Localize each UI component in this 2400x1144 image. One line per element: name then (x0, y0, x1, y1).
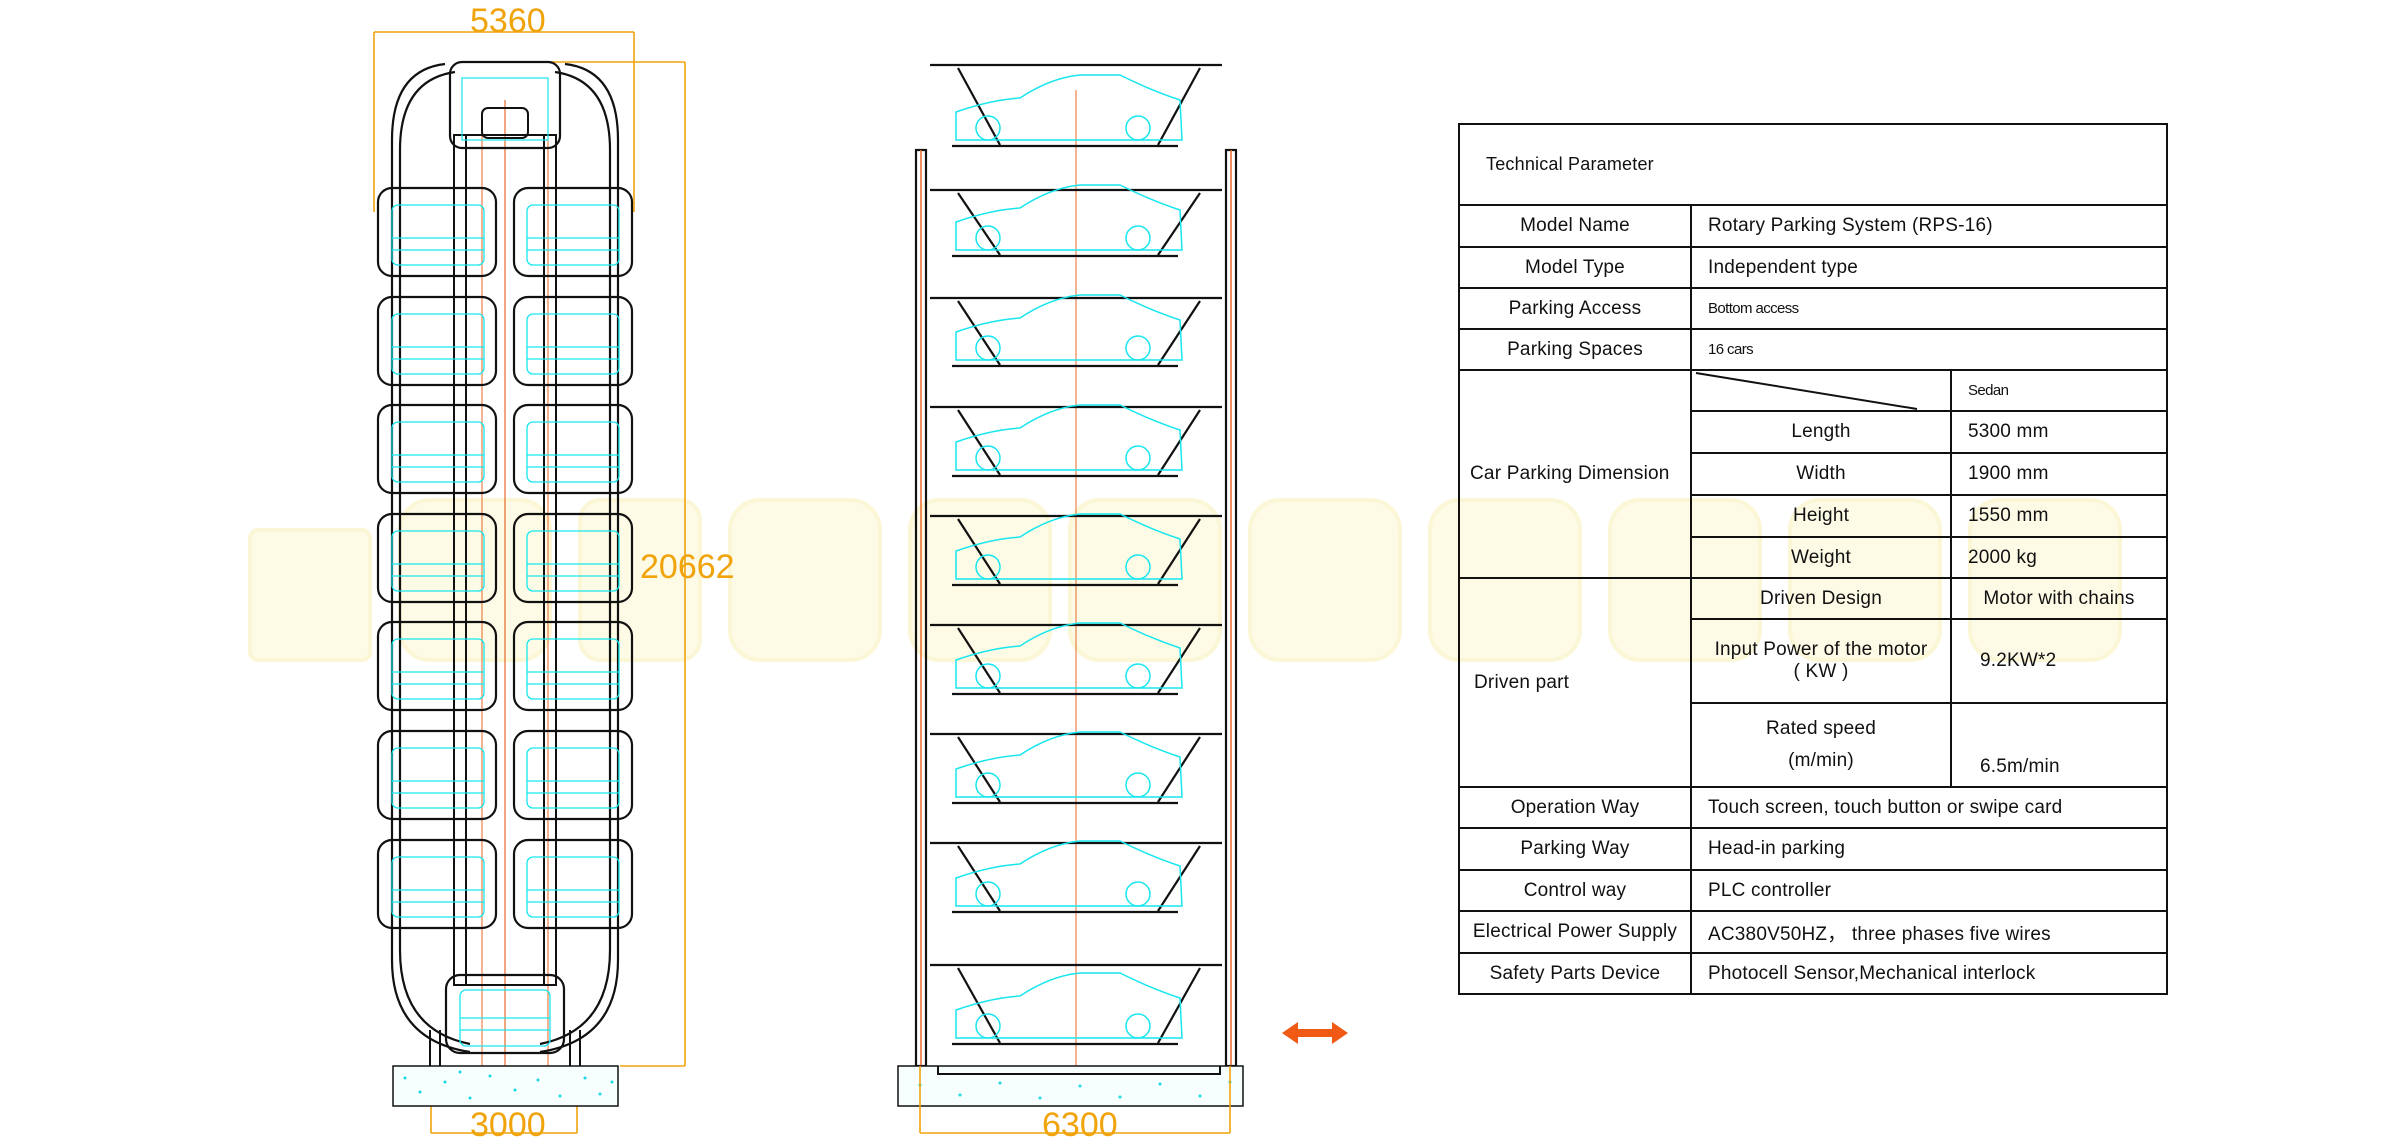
parking-way-value: Head-in parking (1689, 827, 2169, 871)
diagonal-header-cell (1690, 369, 1952, 412)
parking-spaces-label: Parking Spaces (1458, 328, 1692, 371)
driven-part-label: Driven part (1458, 577, 1692, 788)
height-label: Height (1690, 494, 1952, 538)
height-dimension-label: 20662 (640, 548, 735, 586)
table-row: Parking Access Bottom access (1458, 287, 2169, 330)
table-row: Rated speed (m/min) 6.5m/min (1459, 702, 2169, 788)
width-dimension-label: 5360 (470, 2, 546, 40)
driven-design-label: Driven Design (1690, 577, 1952, 620)
table-row: Model Name Rotary Parking System (RPS-16… (1458, 204, 2169, 248)
table-row: Safety Parts Device Photocell Sensor,Mec… (1458, 952, 2169, 995)
technical-parameter-table: Technical Parameter Model Name Rotary Pa… (1457, 123, 2169, 995)
weight-label: Weight (1690, 536, 1952, 579)
input-power-label: Input Power of the motor ( KW ) (1690, 618, 1952, 704)
rated-speed-label: Rated speed (m/min) (1690, 702, 1952, 788)
length-label: Length (1690, 410, 1952, 454)
table-row: Width 1900 mm (1459, 452, 2169, 496)
side-view-drawing: 5360 20662 3000 (0, 0, 800, 1144)
model-type-label: Model Type (1458, 246, 1692, 289)
double-arrow-icon (1282, 1022, 1348, 1044)
rated-speed-value: 6.5m/min (1949, 702, 2169, 788)
front-base-dimension-label: 6300 (1042, 1106, 1118, 1144)
model-name-label: Model Name (1458, 204, 1692, 248)
parking-way-label: Parking Way (1458, 827, 1692, 871)
table-row: Length 5300 mm (1459, 410, 2169, 454)
table-row: Driven part Driven Design Motor with cha… (1458, 577, 2169, 788)
weight-value: 2000 kg (1949, 536, 2169, 579)
parking-access-label: Parking Access (1458, 287, 1692, 330)
table-title: Technical Parameter (1457, 123, 2169, 206)
sedan-header: Sedan (1949, 369, 2169, 412)
rated-speed-label-line1: Rated speed (1766, 718, 1876, 739)
front-view-svg (897, 63, 1244, 1134)
input-power-label-line2: ( KW ) (1793, 661, 1849, 682)
table-row: Electrical Power Supply AC380V50HZ， thre… (1458, 910, 2169, 954)
width-value: 1900 mm (1949, 452, 2169, 496)
parking-access-value: Bottom access (1689, 287, 2169, 330)
safety-parts-value: Photocell Sensor,Mechanical interlock (1689, 952, 2169, 995)
input-power-label-line1: Input Power of the motor (1714, 639, 1928, 660)
table-row: Model Type Independent type (1458, 246, 2169, 289)
driven-design-value: Motor with chains (1949, 577, 2169, 620)
safety-parts-label: Safety Parts Device (1458, 952, 1692, 995)
power-supply-value: AC380V50HZ， three phases five wires (1689, 910, 2169, 954)
base-dimension-label: 3000 (470, 1106, 546, 1144)
side-view-svg (373, 31, 686, 1134)
diagonal-line (1695, 372, 1918, 410)
operation-way-value: Touch screen, touch button or swipe card (1689, 786, 2169, 829)
front-view-drawing: 6300 (880, 0, 1400, 1144)
height-value: 1550 mm (1949, 494, 2169, 538)
control-way-label: Control way (1458, 869, 1692, 912)
parking-spaces-value: 16 cars (1689, 328, 2169, 371)
table-row: Operation Way Touch screen, touch button… (1458, 786, 2169, 829)
width-label: Width (1690, 452, 1952, 496)
table-row: Control way PLC controller (1458, 869, 2169, 912)
table-row: Parking Spaces 16 cars (1458, 328, 2169, 371)
table-row: Car Parking Dimension Sedan (1458, 369, 2169, 579)
table-row: Parking Way Head-in parking (1458, 827, 2169, 871)
model-type-value: Independent type (1689, 246, 2169, 289)
power-supply-label: Electrical Power Supply (1458, 910, 1692, 954)
model-name-value: Rotary Parking System (RPS-16) (1689, 204, 2169, 248)
length-value: 5300 mm (1949, 410, 2169, 454)
car-dimension-label: Car Parking Dimension (1458, 369, 1692, 579)
operation-way-label: Operation Way (1458, 786, 1692, 829)
input-power-value: 9.2KW*2 (1949, 618, 2169, 704)
rated-speed-label-line2: (m/min) (1788, 750, 1854, 771)
control-way-value: PLC controller (1689, 869, 2169, 912)
